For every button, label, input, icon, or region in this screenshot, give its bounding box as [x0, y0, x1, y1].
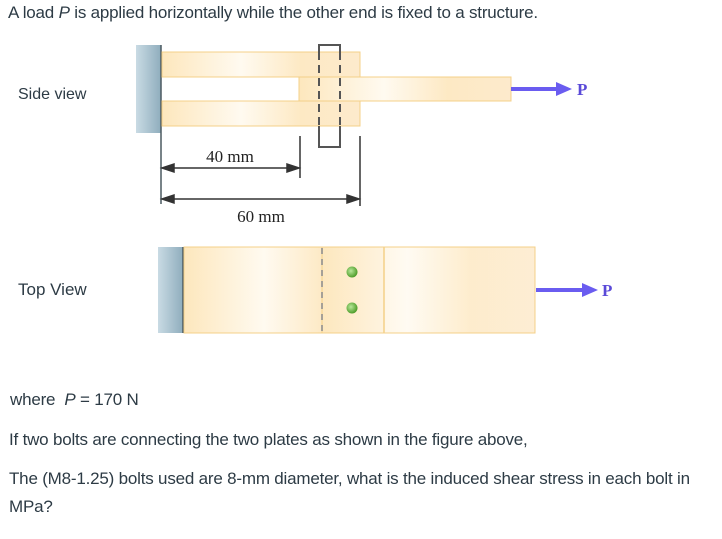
question-line-1: If two bolts are connecting the two plat…: [9, 430, 528, 449]
wall-top: [158, 247, 183, 333]
bolt-top-1-icon: [346, 266, 358, 278]
bolt-side-icon: [318, 44, 341, 148]
load-label-top: P: [602, 281, 612, 300]
given-var-p: P: [64, 390, 76, 409]
intro-text: A load P is applied horizontally while t…: [8, 3, 538, 23]
wall-side: [136, 45, 161, 133]
given-text: where P = 170 N: [10, 390, 139, 410]
dimension-lines: [159, 136, 362, 206]
intro-var-p: P: [58, 3, 70, 22]
top-plate-side: [161, 51, 361, 78]
top-view: P: [158, 246, 612, 334]
bolt-top-2-icon: [346, 302, 358, 314]
middle-plate-side: [298, 76, 512, 102]
given-prefix: where: [10, 390, 65, 409]
load-label-side: P: [577, 80, 587, 99]
load-arrow-side-icon: [511, 82, 572, 96]
side-view: P 40 mm 60 mm: [136, 44, 587, 226]
dimension-40mm: 40 mm: [206, 147, 254, 166]
intro-before: A load: [8, 3, 59, 22]
side-view-label: Side view: [18, 86, 87, 103]
top-view-label: Top View: [18, 280, 87, 299]
intro-after: is applied horizontally while the other …: [69, 3, 538, 22]
given-suffix: = 170 N: [75, 390, 139, 409]
lap-joint-diagram: P 40 mm 60 mm P: [136, 44, 612, 334]
load-arrow-top-icon: [536, 283, 598, 297]
upper-plate-top: [321, 246, 536, 334]
bottom-plate-side: [161, 100, 361, 127]
question-line-2: The (M8-1.25) bolts used are 8-mm diamet…: [9, 469, 690, 516]
dimension-60mm: 60 mm: [237, 207, 285, 226]
